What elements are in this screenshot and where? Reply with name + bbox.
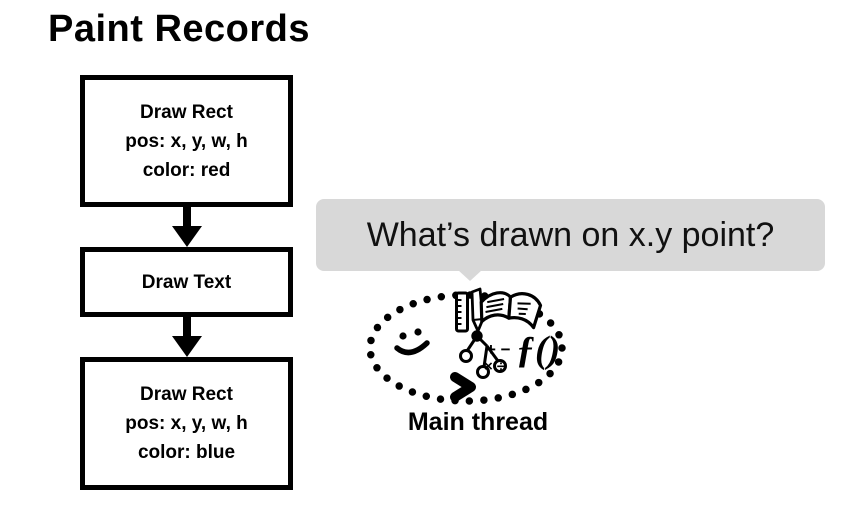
- flow-arrow-down-icon: [172, 207, 202, 247]
- speech-bubble-tail: [458, 270, 482, 281]
- math-times-divide: × ÷: [484, 358, 505, 375]
- speech-bubble: What’s drawn on x.y point?: [316, 199, 825, 281]
- box-line: Draw Rect: [140, 101, 233, 123]
- smiley-face-icon: [394, 328, 430, 356]
- dotted-loop-icon: [366, 291, 566, 405]
- main-thread-doodle: + − × ÷ ƒ(): [366, 287, 566, 405]
- box-line: color: blue: [137, 442, 236, 463]
- flow-box-draw-rect-blue: Draw Rect pos: x, y, w, h color: blue: [80, 357, 293, 490]
- function-notation-icon: ƒ(): [516, 329, 560, 371]
- box-line: pos: x, y, w, h: [125, 413, 248, 434]
- speech-bubble-text: What’s drawn on x.y point?: [366, 215, 775, 254]
- book-icon: [479, 291, 543, 330]
- box-line: Draw Text: [141, 271, 232, 293]
- math-symbols-icon: + − × ÷: [484, 340, 511, 375]
- ruler-icon: [455, 291, 469, 333]
- box-line: color: red: [142, 159, 231, 181]
- main-thread-label: Main thread: [407, 408, 549, 436]
- box-line: pos: x, y, w, h: [125, 130, 248, 152]
- chevron-arrow-icon: [450, 372, 476, 402]
- page-title: Paint Records: [48, 8, 311, 50]
- tree-diagram-icon: [459, 330, 507, 379]
- flow-box-draw-rect-red: Draw Rect pos: x, y, w, h color: red: [80, 75, 293, 207]
- math-plus-minus: + −: [486, 340, 511, 359]
- flow-box-draw-text: Draw Text: [80, 247, 293, 317]
- box-line: Draw Rect: [140, 384, 233, 405]
- flow-arrow-down-icon: [172, 317, 202, 357]
